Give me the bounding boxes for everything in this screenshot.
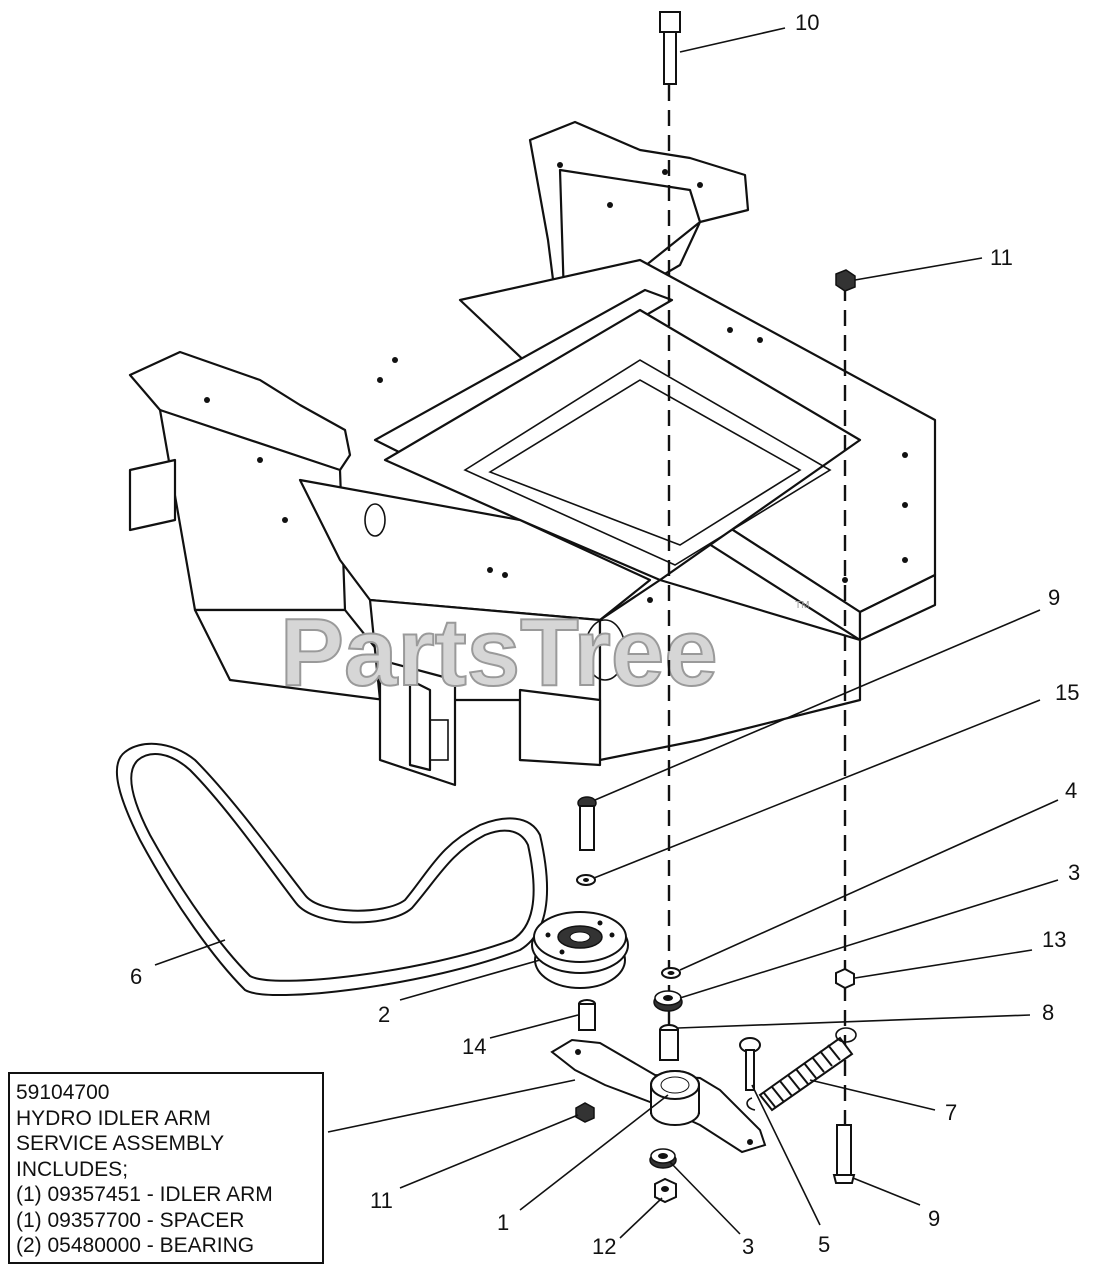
belt-illustration bbox=[115, 742, 549, 997]
callout-7: 7 bbox=[945, 1100, 957, 1125]
callout-numbers: 10 11 9 15 4 3 13 6 2 8 14 7 11 1 9 12 3… bbox=[130, 10, 1080, 1259]
assembly-includes-label: INCLUDES; bbox=[16, 1157, 129, 1181]
callout-1: 1 bbox=[497, 1210, 509, 1235]
callout-11-bottom: 11 bbox=[370, 1188, 393, 1213]
watermark-text: PartsTree bbox=[280, 599, 718, 706]
bearing-3-bottom bbox=[649, 1148, 677, 1169]
callout-10: 10 bbox=[795, 10, 819, 35]
callout-3-top: 3 bbox=[1068, 860, 1080, 885]
nut-11-top bbox=[835, 269, 856, 292]
bearing-3-top bbox=[653, 990, 683, 1012]
shoulder-bolt-9-bottom bbox=[832, 1124, 856, 1184]
assembly-title-line-2: SERVICE ASSEMBLY bbox=[16, 1132, 225, 1155]
callout-13: 13 bbox=[1042, 927, 1066, 952]
idler-pulley-2 bbox=[531, 911, 629, 989]
nut-13 bbox=[835, 967, 855, 990]
callout-9-bottom: 9 bbox=[928, 1206, 940, 1231]
callout-4: 4 bbox=[1065, 778, 1077, 803]
assembly-item-idler-arm: (1) 09357451 - IDLER ARM bbox=[16, 1183, 273, 1206]
callout-9-top: 9 bbox=[1048, 585, 1060, 610]
callout-15: 15 bbox=[1055, 680, 1079, 705]
nut-12 bbox=[654, 1177, 677, 1204]
callout-12: 12 bbox=[592, 1234, 616, 1259]
assembly-part-number: 59104700 bbox=[16, 1081, 110, 1104]
assembly-item-spacer: (1) 09357700 - SPACER bbox=[16, 1208, 245, 1232]
washer-4 bbox=[661, 967, 681, 979]
leader-lines bbox=[154, 27, 1059, 1239]
spring-7 bbox=[746, 1027, 857, 1112]
callout-3-bottom: 3 bbox=[742, 1234, 754, 1259]
callout-5: 5 bbox=[818, 1232, 830, 1257]
spacer-8 bbox=[659, 1024, 679, 1061]
spacer-14 bbox=[578, 999, 596, 1031]
callout-6: 6 bbox=[130, 964, 142, 989]
bolt-5 bbox=[739, 1037, 761, 1091]
assembly-title-line-1: HYDRO IDLER ARM bbox=[16, 1106, 211, 1130]
callout-2: 2 bbox=[378, 1002, 390, 1027]
callout-8: 8 bbox=[1042, 1000, 1054, 1025]
assembly-item-bearing: (2) 05480000 - BEARING bbox=[16, 1234, 255, 1257]
bolt-10 bbox=[659, 11, 681, 85]
watermark-tm: TM bbox=[795, 600, 809, 611]
washer-15 bbox=[576, 874, 596, 886]
callout-14: 14 bbox=[462, 1034, 486, 1059]
shoulder-bolt-9-top bbox=[577, 796, 597, 851]
callout-11-top: 11 bbox=[990, 245, 1013, 270]
service-assembly-box: 59104700 HYDRO IDLER ARM SERVICE ASSEMBL… bbox=[8, 1072, 324, 1264]
idler-arm-1 bbox=[550, 1038, 767, 1154]
nut-11-bottom bbox=[575, 1102, 595, 1123]
